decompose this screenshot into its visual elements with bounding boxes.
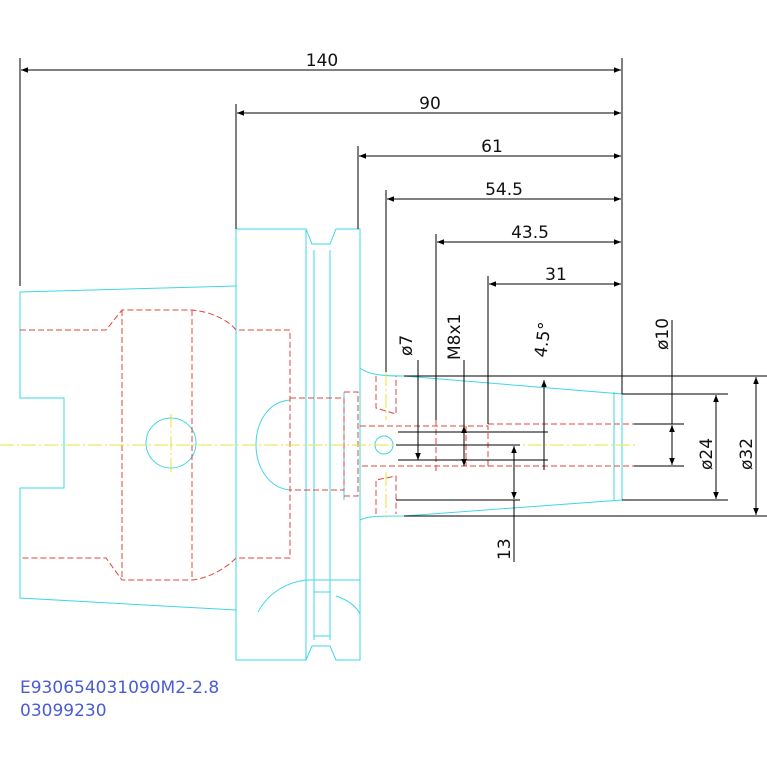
label-13: 13 <box>495 538 515 560</box>
label-dia32: ø32 <box>737 438 757 470</box>
dimension-labels: 140 90 61 54.5 43.5 31 ø7 M8x1 4.5° ø10 … <box>306 51 757 560</box>
shank-bore-hidden <box>20 309 291 581</box>
part-code: E930654031090M2-2.8 <box>20 678 219 698</box>
serial-number: 03099230 <box>20 701 107 721</box>
thread-hidden <box>360 420 489 472</box>
drive-slot-outline <box>257 579 361 637</box>
label-61: 61 <box>481 137 503 157</box>
dimension-lines <box>19 58 767 562</box>
label-31: 31 <box>545 265 567 285</box>
taper-shank-outline <box>19 285 237 611</box>
center-lines <box>0 372 636 518</box>
bore-hidden <box>488 423 634 467</box>
label-140: 140 <box>306 51 338 71</box>
label-54-5: 54.5 <box>485 180 523 200</box>
part-identification: E930654031090M2-2.8 03099230 <box>20 678 219 721</box>
nose-outline <box>359 367 623 521</box>
label-dia24: ø24 <box>697 438 717 470</box>
label-thread: M8x1 <box>445 314 465 360</box>
label-90: 90 <box>419 94 441 114</box>
label-dia7: ø7 <box>397 335 417 356</box>
label-taper-angle: 4.5° <box>531 321 556 359</box>
boss-outline <box>255 399 291 491</box>
radial-hole-bottom <box>375 475 397 514</box>
coolant-tube-hidden <box>290 391 359 497</box>
label-43-5: 43.5 <box>511 223 549 243</box>
label-dia10: ø10 <box>653 318 673 350</box>
